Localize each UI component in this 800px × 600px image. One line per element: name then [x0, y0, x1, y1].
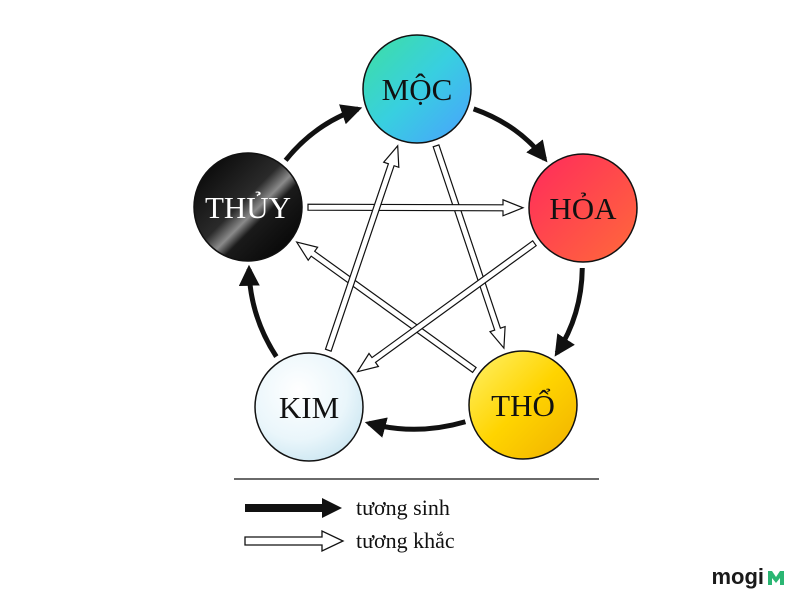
node-kim-label: KIM: [279, 390, 339, 425]
element-nodes: MỘC HỎA THỔ KIM THỦY: [193, 34, 638, 462]
overcoming-arrow-kim-to-moc: [324, 144, 400, 352]
node-thuy: THỦY: [193, 152, 303, 262]
node-moc-circle: [362, 34, 472, 144]
brand-logo: mogi: [711, 564, 786, 590]
node-moc: MỘC: [362, 34, 472, 144]
generating-arrow-moc-to-hoa: [472, 106, 548, 163]
generating-arrow-thuy-to-moc: [283, 104, 363, 162]
legend-overcoming-arrow: [244, 529, 345, 553]
overcoming-arrow-thuy-to-hoa: [307, 198, 525, 217]
node-hoa-label: HỎA: [549, 191, 617, 226]
node-hoa-circle: [528, 153, 638, 263]
generating-arrows: [238, 104, 585, 438]
brand-text: mogi: [711, 564, 764, 589]
node-thuy-circle: [193, 152, 303, 262]
node-tho-label: THỔ: [491, 387, 555, 423]
legend-overcoming-label: tương khắc: [356, 528, 455, 553]
overcoming-arrows: [295, 144, 538, 374]
node-thuy-label: THỦY: [205, 190, 291, 225]
generating-arrow-kim-to-thuy: [238, 264, 279, 359]
node-tho: THỔ: [468, 350, 578, 460]
node-kim: KIM: [254, 352, 364, 462]
node-hoa: HỎA: [528, 153, 638, 263]
overcoming-arrow-hoa-to-kim: [356, 239, 538, 373]
legend-generating-label: tương sinh: [356, 495, 450, 520]
generating-arrow-hoa-to-tho: [554, 267, 585, 357]
brand-mark-icon: [768, 571, 784, 585]
node-moc-label: MỘC: [382, 72, 453, 107]
legend-generating-arrow: [245, 498, 342, 518]
node-tho-circle: [468, 350, 578, 460]
overcoming-arrow-moc-to-tho: [432, 144, 506, 350]
node-kim-circle: [254, 352, 364, 462]
overcoming-arrow-tho-to-thuy: [295, 241, 477, 374]
generating-arrow-tho-to-kim: [364, 417, 467, 438]
legend: tương sinh tương khắc: [244, 495, 455, 553]
